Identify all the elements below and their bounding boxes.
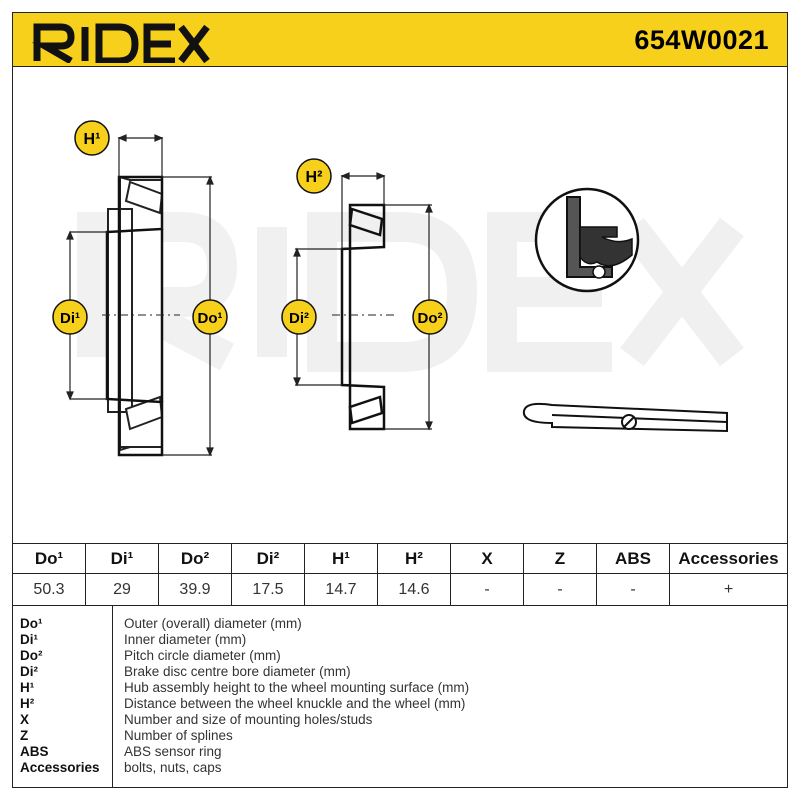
legend-desc: Hub assembly height to the wheel mountin…: [124, 680, 470, 695]
col-header: Di²: [231, 543, 305, 574]
legend-desc: ABS sensor ring: [124, 744, 222, 759]
bearing-1-drawing: [107, 175, 164, 452]
col-header: Do¹: [12, 543, 86, 574]
header-bar: 654W0021: [12, 12, 788, 67]
di2-dimension: [293, 247, 342, 387]
legend-key: Accessories: [20, 760, 100, 775]
table-cell: 50.3: [12, 573, 86, 606]
svg-text:H²: H²: [306, 169, 323, 186]
badge-do1: Do¹: [192, 299, 228, 335]
badge-h1: H¹: [74, 120, 110, 156]
ridex-logo: [31, 23, 210, 63]
legend-desc: Number of splines: [124, 728, 233, 743]
col-header: Z: [523, 543, 597, 574]
legend-key: Di¹: [20, 632, 38, 647]
h1-dimension: [117, 134, 164, 177]
badge-h2: H²: [296, 158, 332, 194]
col-header: H²: [377, 543, 451, 574]
table-cell: -: [596, 573, 670, 606]
table-cell: 17.5: [231, 573, 305, 606]
legend-divider: [112, 606, 113, 788]
technical-drawing: H¹ Di¹ Do¹ H² Di² Do²: [52, 120, 744, 457]
col-header: Accessories: [669, 543, 788, 574]
legend-desc: bolts, nuts, caps: [124, 760, 222, 775]
cotter-pin-drawing: [522, 402, 728, 433]
svg-text:Do¹: Do¹: [198, 310, 223, 327]
legend-key: Di²: [20, 664, 38, 679]
badge-di1: Di¹: [52, 299, 88, 335]
legend-key: ABS: [20, 744, 49, 759]
legend-desc: Number and size of mounting holes/studs: [124, 712, 373, 727]
drawing-frame: [12, 67, 788, 788]
do2-dimension: [384, 203, 433, 431]
legend-key: Do²: [20, 648, 43, 663]
legend-section: Do¹ Outer (overall) diameter (mm) Di¹ In…: [12, 605, 788, 788]
table-cell: -: [523, 573, 597, 606]
h2-dimension: [340, 172, 386, 249]
di1-dimension: [66, 230, 107, 401]
legend-key: Z: [20, 728, 29, 743]
col-header: Do²: [158, 543, 232, 574]
table-cell: 14.6: [377, 573, 451, 606]
legend-desc: Brake disc centre bore diameter (mm): [124, 664, 351, 679]
spec-table-value-row: 50.3 29 39.9 17.5 14.7 14.6 - - - +: [12, 573, 788, 606]
legend-key: X: [20, 712, 30, 727]
part-number: 654W0021: [634, 25, 769, 55]
svg-text:Di²: Di²: [289, 310, 309, 327]
svg-text:H¹: H¹: [84, 131, 101, 148]
seal-detail-drawing: [534, 187, 640, 293]
legend-desc: Inner diameter (mm): [124, 632, 247, 647]
spec-table: Do¹ Di¹ Do² Di² H¹ H² X Z ABS Accessorie…: [12, 543, 788, 606]
table-cell: 39.9: [158, 573, 232, 606]
do1-dimension: [162, 175, 214, 457]
legend-desc: Distance between the wheel knuckle and t…: [124, 696, 466, 711]
table-cell: 14.7: [304, 573, 378, 606]
table-cell: -: [450, 573, 524, 606]
legend-key: Do¹: [20, 616, 43, 631]
legend-desc: Pitch circle diameter (mm): [124, 648, 281, 663]
col-header: H¹: [304, 543, 378, 574]
col-header: Di¹: [85, 543, 159, 574]
badge-do2: Do²: [412, 299, 448, 335]
legend-key: H²: [20, 696, 35, 711]
spec-table-header-row: Do¹ Di¹ Do² Di² H¹ H² X Z ABS Accessorie…: [12, 543, 788, 574]
svg-text:Do²: Do²: [418, 310, 443, 327]
svg-text:Di¹: Di¹: [60, 310, 80, 327]
legend-desc: Outer (overall) diameter (mm): [124, 616, 302, 631]
legend-key: H¹: [20, 680, 35, 695]
col-header: X: [450, 543, 524, 574]
badge-di2: Di²: [281, 299, 317, 335]
table-cell: 29: [85, 573, 159, 606]
table-cell: +: [669, 573, 788, 606]
col-header: ABS: [596, 543, 670, 574]
